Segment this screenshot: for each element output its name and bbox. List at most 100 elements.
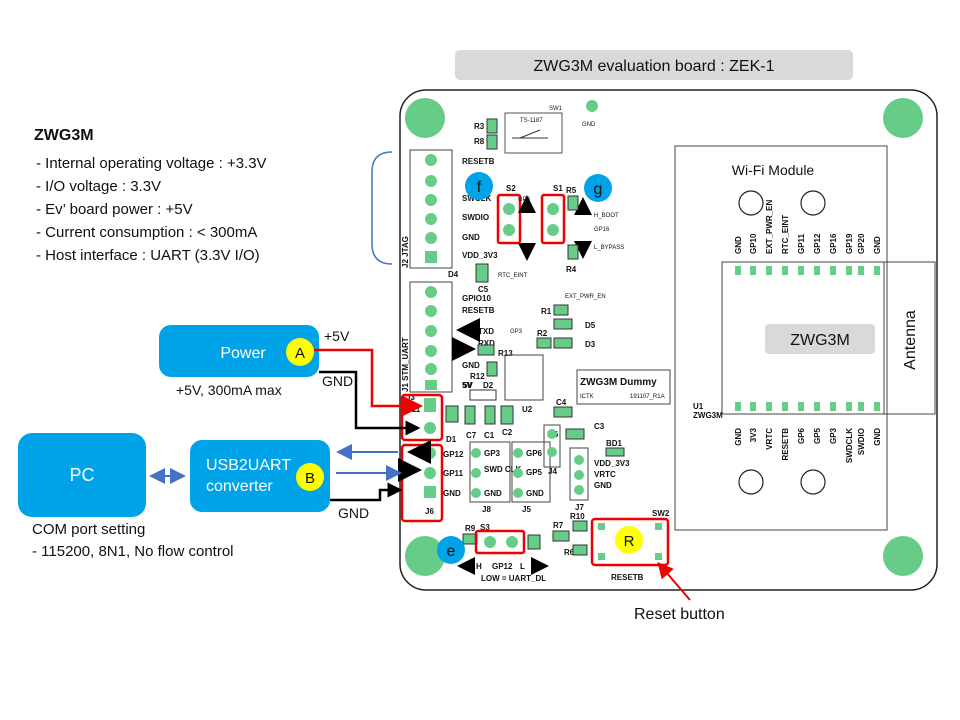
pad (598, 553, 605, 560)
module-pin-label: GP5 (813, 427, 822, 444)
sw1-model: TS-1187 (520, 118, 543, 124)
resistor (572, 544, 588, 556)
j8-label: J8 (482, 505, 491, 514)
spec-bracket (371, 151, 393, 265)
badge-g (584, 174, 612, 202)
com-line2: - 115200, 8N1, No flow control (32, 543, 234, 560)
j1-pin-label: RESETB (462, 306, 495, 315)
module-pin-pad (814, 402, 820, 411)
pin-square (424, 486, 436, 498)
resistor (567, 244, 579, 260)
dummy-title: ZWG3M Dummy (580, 377, 657, 388)
pin (503, 203, 515, 215)
resistor (567, 195, 579, 211)
pin (425, 345, 437, 357)
resistor (552, 530, 570, 542)
badge-f (465, 172, 493, 200)
module-pin-pad (858, 402, 864, 411)
capacitor (464, 405, 476, 425)
j1-pin-label: 5V (462, 381, 472, 390)
j1-pin-label: RXD (478, 339, 495, 348)
module-pin-label: GND (734, 236, 743, 254)
converter-box (190, 440, 330, 512)
dummy-code: 191107_R1A (630, 394, 665, 400)
module-pin-label: GP6 (797, 427, 806, 444)
resistor (553, 304, 569, 316)
led (553, 318, 573, 330)
pin (424, 422, 436, 434)
mounting-hole (405, 536, 445, 576)
module-pin-label: SWDCLK (845, 428, 854, 463)
pin (425, 194, 437, 206)
j8-pin-label: SWD CLK (484, 465, 522, 474)
module-hole (800, 469, 826, 495)
module-pin-label: SWDIO (857, 428, 866, 455)
power-label: Power (220, 345, 266, 362)
module-pin-pad (830, 402, 836, 411)
mounting-hole (883, 536, 923, 576)
sw1-symbol (512, 129, 548, 139)
reset-callout: Reset button (634, 606, 725, 623)
chip-label: ZWG3M (790, 332, 850, 349)
gp16-label: GP16 (594, 227, 610, 233)
s1-highlight (540, 193, 566, 245)
j5-connector (511, 441, 551, 503)
j1-pin-label: GND (462, 361, 480, 370)
module-pin-pad (830, 266, 836, 275)
s2-highlight (496, 193, 522, 245)
pin (425, 154, 437, 166)
sw2-highlight[interactable] (590, 517, 670, 567)
power-plus: +5V (324, 328, 350, 344)
module-pin-label: GP10 (749, 233, 758, 254)
badge-g-text: g (594, 181, 603, 198)
sw2-label: SW2 (652, 509, 670, 518)
j5-pin-label: GP6 (526, 449, 543, 458)
j1-pin-label: TXD (478, 327, 494, 336)
module-pin-pad (735, 402, 741, 411)
gnd-pad-label: GND (582, 122, 596, 128)
module-pin-label: GP19 (845, 233, 854, 254)
pin-square (425, 380, 437, 390)
module-pin-pad (846, 402, 852, 411)
chip-label-box (765, 324, 875, 354)
j2-pin-label: GND (462, 233, 480, 242)
spec-item: - Internal operating voltage : +3.3V (36, 155, 267, 172)
pin (425, 175, 437, 187)
badge-e (437, 536, 465, 564)
module-pin-pad (798, 266, 804, 275)
module-pin-pad (874, 402, 880, 411)
j7-label: J7 (575, 503, 584, 512)
module-pin-pad (735, 266, 741, 275)
pin (547, 429, 557, 439)
j5-pin-label: GP5 (526, 468, 543, 477)
converter-gnd: GND (338, 505, 369, 521)
pin (503, 224, 515, 236)
pin (574, 470, 584, 480)
badge-r-text: R (624, 533, 635, 550)
d2-label: D2 (483, 381, 494, 390)
pin (425, 286, 437, 298)
spec-item: - I/O voltage : 3.3V (36, 178, 161, 195)
j6-pin-label: GND (443, 489, 461, 498)
module-pin-pad (858, 266, 864, 275)
r5-label: R5 (566, 186, 577, 195)
wifi-module-title: Wi-Fi Module (732, 162, 815, 178)
pad (655, 523, 662, 530)
resistor (486, 361, 498, 377)
c5-label: C5 (478, 285, 489, 294)
r7-label: R7 (553, 521, 564, 530)
resistor (572, 520, 588, 532)
vdd-3v3-label: VDD_3V3 (594, 459, 630, 468)
vrtc-label: VRTC (594, 470, 616, 479)
module-pin-label: GP11 (797, 233, 806, 254)
module-pin-pad (846, 266, 852, 275)
mounting-hole (405, 98, 445, 138)
pc-box (18, 433, 146, 517)
module-pin-pad (874, 266, 880, 275)
title-banner-text: ZWG3M evaluation board : ZEK-1 (534, 58, 775, 75)
d4-label: D4 (448, 270, 459, 279)
reset-callout-arrow-icon (657, 561, 691, 601)
badge-f-text: f (477, 179, 482, 196)
pin-square (425, 251, 437, 263)
